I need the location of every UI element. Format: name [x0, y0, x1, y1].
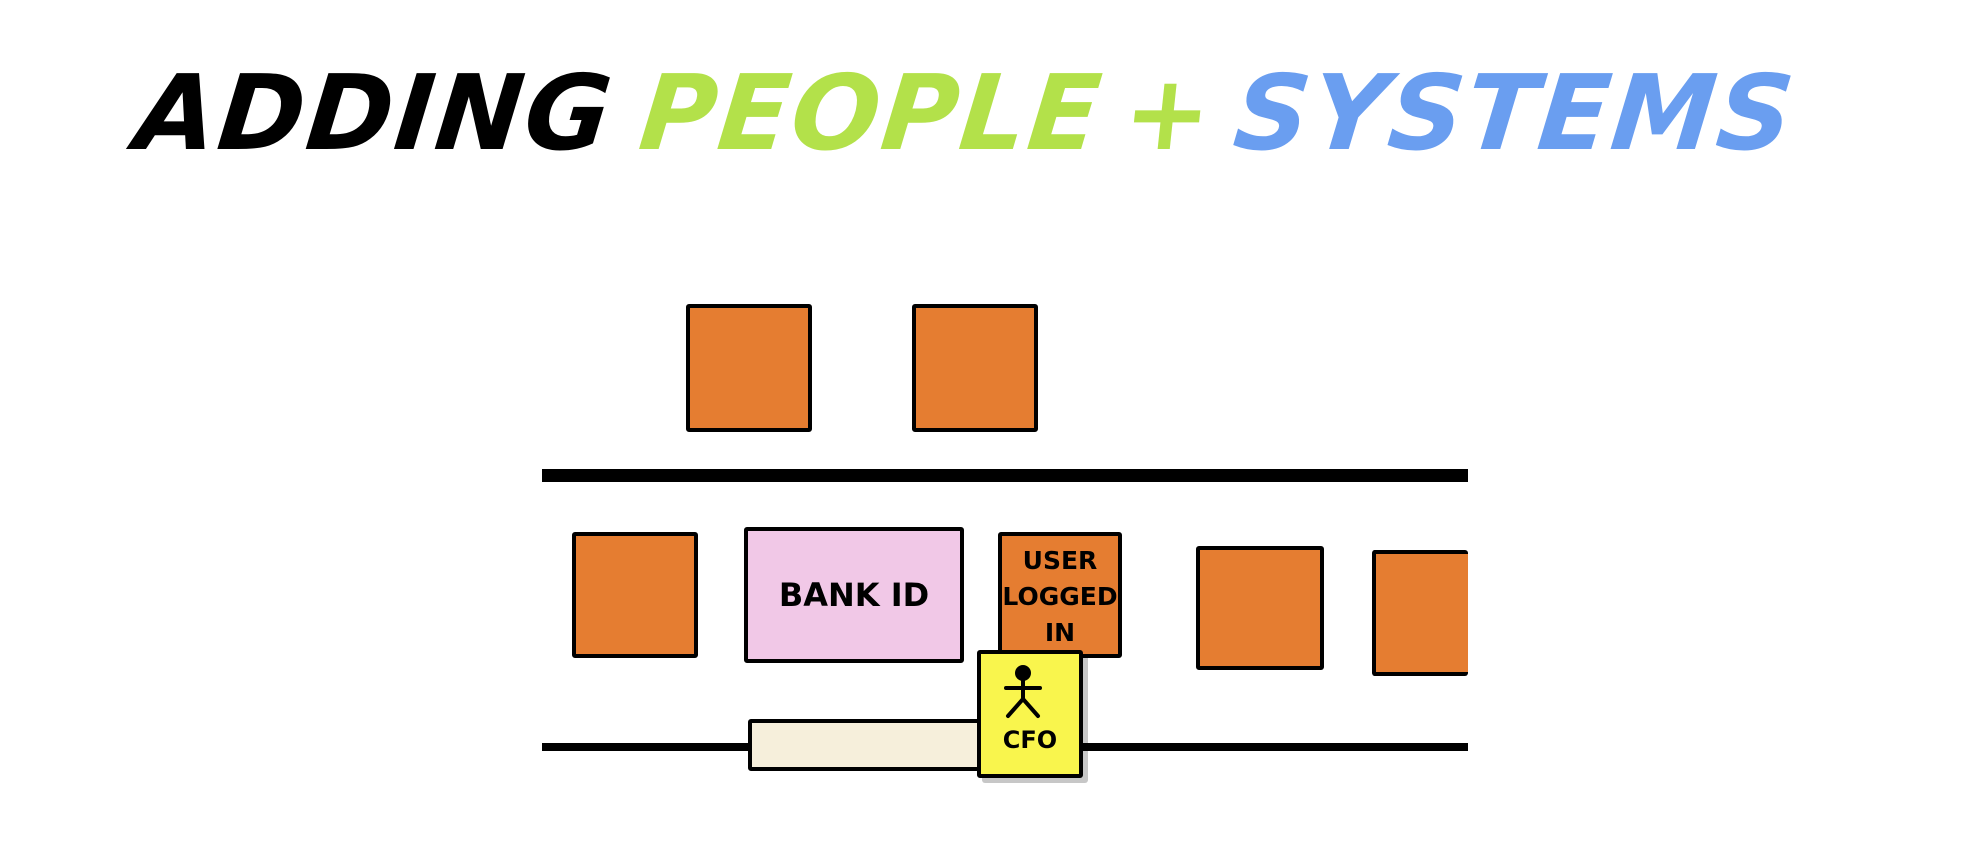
timeline-bar — [748, 719, 986, 771]
event-sticky-row2-4 — [1196, 546, 1324, 670]
event-sticky-top-2 — [912, 304, 1038, 432]
event-sticky-row2-5-cropped — [1372, 550, 1468, 676]
cfo-label: CFO — [1002, 726, 1058, 754]
title-adding: ADDING — [130, 52, 620, 174]
event-sticky-row2-1 — [572, 532, 698, 658]
user-logged-in-line-3: IN — [1044, 618, 1076, 647]
user-logged-in-line-2: LOGGED — [1002, 582, 1118, 611]
swimlane-divider-top — [542, 469, 1468, 482]
system-sticky-bank-id: BANK ID — [744, 527, 964, 663]
title-people: PEOPLE — [634, 52, 1109, 174]
title-systems: SYSTEMS — [1228, 52, 1801, 174]
person-sticky-cfo: CFO — [977, 650, 1083, 778]
stick-figure-icon — [1004, 665, 1042, 718]
user-logged-in-line-1: USER — [1022, 546, 1098, 575]
event-sticky-user-logged-in: USER LOGGED IN — [998, 532, 1122, 658]
bank-id-label: BANK ID — [778, 576, 930, 614]
event-sticky-top-1 — [686, 304, 812, 432]
title-plus: + — [1117, 52, 1220, 174]
